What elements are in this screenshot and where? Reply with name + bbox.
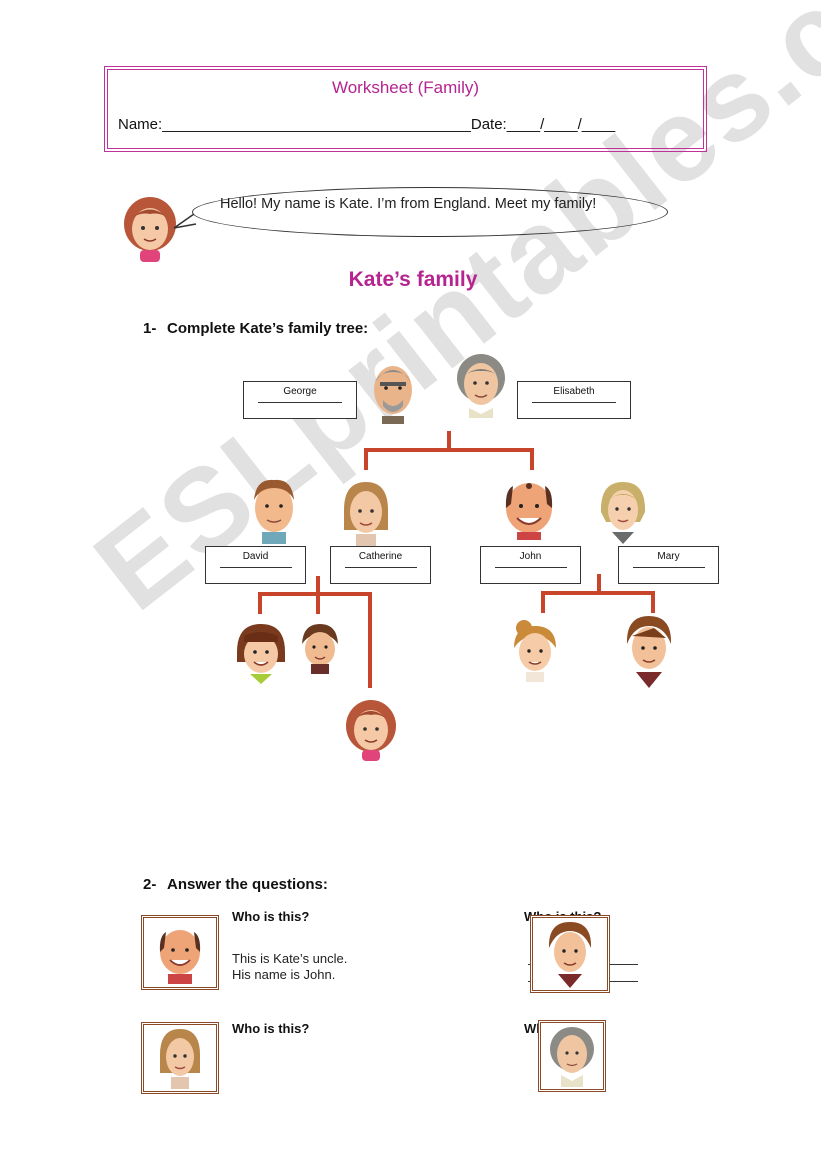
catherine-face-icon [340, 480, 392, 546]
blank-david[interactable] [220, 567, 292, 568]
name-label: Name: [118, 116, 162, 133]
kate-face-icon [344, 698, 398, 762]
name-catherine: Catherine [331, 551, 430, 562]
name-mary: Mary [619, 551, 718, 562]
namebox-elisabeth[interactable]: Elisabeth [517, 381, 631, 419]
question-1-text: Complete Kate’s family tree: [167, 320, 368, 337]
tree-line [258, 592, 262, 614]
name-date-line: Name:___________________________________… [118, 116, 615, 133]
brother-face-icon [299, 622, 341, 674]
john-face-icon [144, 918, 216, 987]
tree-line [541, 591, 655, 595]
cousin-boy-face-icon [624, 614, 674, 688]
question-prompt: Who is this? [232, 909, 309, 924]
catherine-face-icon [144, 1025, 216, 1091]
question-1-number: 1- [143, 320, 167, 337]
tree-line [258, 592, 372, 596]
question-2-heading: 2-Answer the questions: [143, 876, 328, 893]
question-prompt: Who is this? [232, 1021, 309, 1036]
elisabeth-face-icon [455, 352, 507, 418]
tree-line [368, 592, 372, 688]
namebox-mary[interactable]: Mary [618, 546, 719, 584]
namebox-david[interactable]: David [205, 546, 306, 584]
date-label: Date: [471, 116, 507, 133]
cousin-girl-face-icon [510, 616, 560, 682]
question-2-number: 2- [143, 876, 167, 893]
tree-line [541, 591, 545, 613]
name-blank[interactable]: _____________________________________ [162, 116, 471, 133]
blank-george[interactable] [258, 402, 342, 403]
namebox-george[interactable]: George [243, 381, 357, 419]
photo-frame [141, 915, 219, 990]
question-2-text: Answer the questions: [167, 876, 328, 893]
worksheet-header: Worksheet (Family) Name:________________… [104, 66, 707, 152]
cousin-boy-face-icon [533, 918, 607, 990]
name-david: David [206, 551, 305, 562]
george-face-icon [370, 360, 416, 424]
photo-frame [538, 1020, 606, 1092]
mary-face-icon [598, 478, 648, 544]
blank-john[interactable] [495, 567, 567, 568]
tree-line [364, 448, 368, 470]
name-elisabeth: Elisabeth [518, 386, 630, 397]
answer-example: This is Kate’s uncle. His name is John. [232, 951, 347, 983]
photo-frame [530, 915, 610, 993]
name-john: John [481, 551, 580, 562]
tree-line [530, 448, 534, 470]
john-face-icon [503, 474, 555, 540]
tree-line [651, 591, 655, 613]
tree-line [364, 448, 534, 452]
namebox-catherine[interactable]: Catherine [330, 546, 431, 584]
answer-line: His name is John. [232, 967, 347, 983]
elisabeth-face-icon [541, 1023, 603, 1089]
tree-line [316, 592, 320, 614]
namebox-john[interactable]: John [480, 546, 581, 584]
worksheet-title: Worksheet (Family) [108, 78, 703, 98]
section-title: Kate’s family [0, 268, 821, 292]
answer-line: This is Kate’s uncle. [232, 951, 347, 967]
blank-catherine[interactable] [345, 567, 417, 568]
blank-elisabeth[interactable] [532, 402, 616, 403]
sister-face-icon [234, 622, 288, 684]
speech-text: Hello! My name is Kate. I’m from England… [220, 195, 620, 214]
name-george: George [244, 386, 356, 397]
question-1-heading: 1-Complete Kate’s family tree: [143, 320, 368, 337]
date-blank[interactable]: ____/____/____ [507, 116, 615, 133]
photo-frame [141, 1022, 219, 1094]
blank-mary[interactable] [633, 567, 705, 568]
david-face-icon [248, 474, 300, 544]
